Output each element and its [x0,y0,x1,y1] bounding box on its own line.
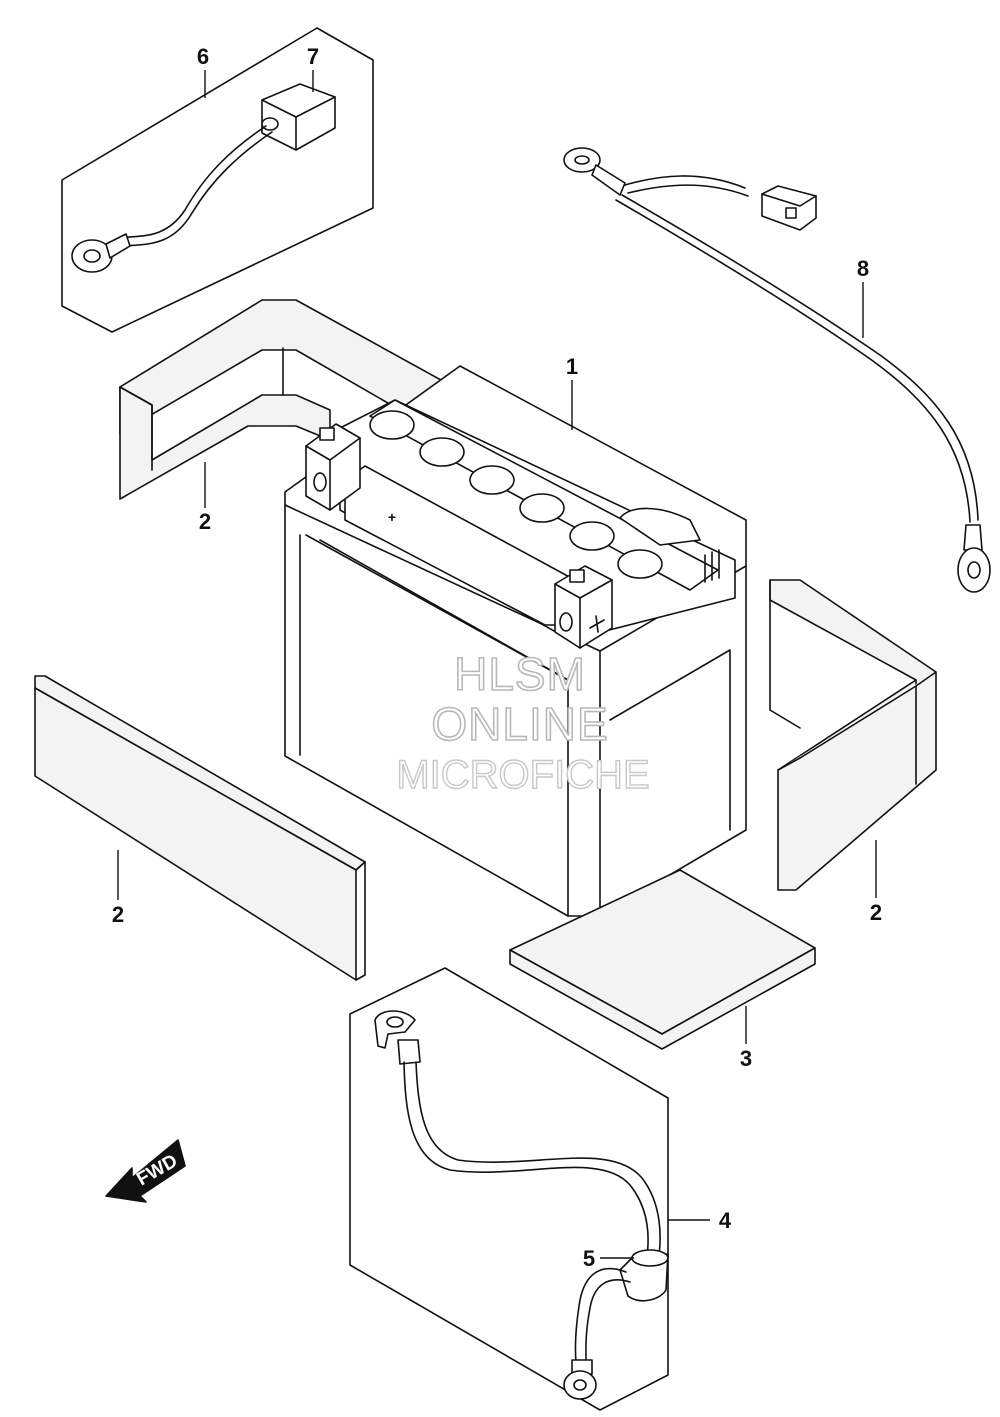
watermark: HLSM ONLINE MICROFICHE [396,647,651,798]
battery-spacer-lower-left [34,675,366,981]
battery-base-pad [509,869,816,1050]
watermark-line-1: HLSM [454,648,586,700]
cell-caps [369,410,701,579]
watermark-line-2: ONLINE [431,698,608,750]
callout-4: 4 [719,1208,732,1233]
battery: + [284,365,747,917]
callout-2-lower-left: 2 [112,902,124,927]
positive-mark: + [388,509,396,525]
callout-7: 7 [307,44,319,69]
callout-3: 3 [740,1046,752,1071]
battery-spacer-right [769,579,937,891]
panel-outline [349,967,669,1411]
callout-5: 5 [583,1246,595,1271]
sensor-lead-panel [61,27,374,333]
battery-spacer-upper-left [119,299,451,500]
callout-1: 1 [566,354,578,379]
callout-2-right: 2 [870,900,882,925]
callout-2-upper-left: 2 [199,509,211,534]
battery-cable-panel [349,967,669,1411]
ring-terminal [71,233,131,273]
connector-cap [261,83,336,151]
callout-8: 8 [857,256,869,281]
positive-terminal [554,565,613,649]
harness-connector [761,185,817,231]
leader-lines [117,70,877,1259]
panel-outline [61,27,374,333]
terminal-boot [619,1249,669,1302]
sensor-harness [563,147,991,593]
callout-numbers: 6 7 8 1 2 2 2 3 4 5 [112,44,882,1271]
callout-6: 6 [197,44,209,69]
fwd-arrow-icon: FWD [105,1139,186,1203]
watermark-line-3: MICROFICHE [396,753,649,797]
negative-terminal [305,423,361,511]
